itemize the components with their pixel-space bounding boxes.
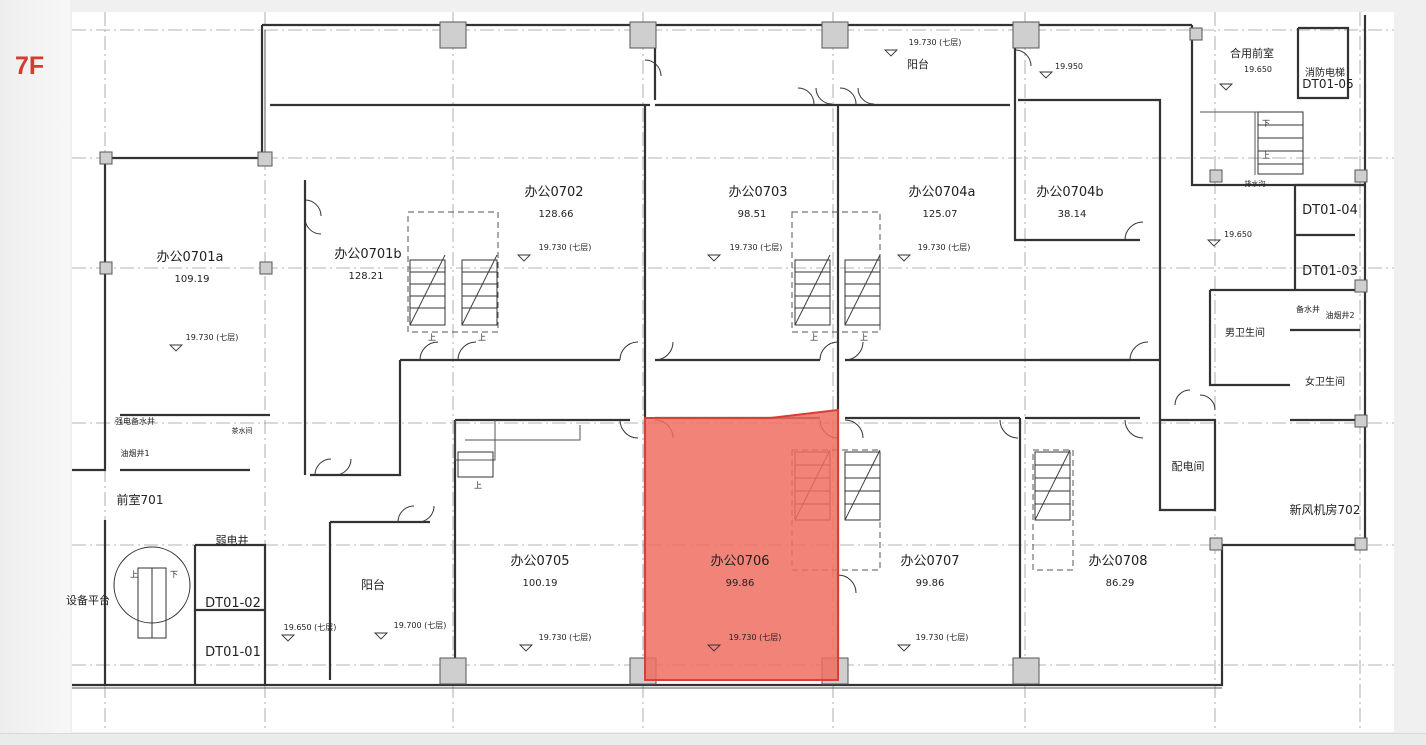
elevation-markers xyxy=(168,49,1234,652)
office-0701a-area: 109.19 xyxy=(175,274,210,285)
stair-up-label: 上 xyxy=(474,481,482,490)
elevation-balcony: 19.730 (七层) xyxy=(909,38,962,47)
balcony-top-label: 阳台 xyxy=(907,57,929,71)
drain-label: 排水沟 xyxy=(1245,179,1266,188)
elevator-03-label: DT01-03 xyxy=(1302,264,1358,279)
elevation-0703: 19.730 (七层) xyxy=(730,243,783,252)
stair-down-label: 下 xyxy=(1262,119,1270,128)
equipment-platform-label: 设备平台 xyxy=(66,593,110,607)
office-0704a-name: 办公0704a xyxy=(908,185,975,200)
elevation-labels: 19.730 (七层) 19.730 (七层) 19.730 (七层) 19.7… xyxy=(186,38,1272,642)
stair-up-label: 上 xyxy=(1262,151,1270,160)
elevation-0702: 19.730 (七层) xyxy=(539,243,592,252)
stair-up-label: 上 xyxy=(428,333,436,342)
office-0703-name: 办公0703 xyxy=(728,185,787,200)
stair-up-label: 上 xyxy=(860,333,868,342)
office-0706-highlight[interactable] xyxy=(644,408,839,681)
elevation-0701a: 19.730 (七层) xyxy=(186,333,239,342)
stair-up-label: 上 xyxy=(810,333,818,342)
room-labels: 阳台 阳台 合用前室 消防电梯 DT01-05 DT01-04 DT01-03 … xyxy=(66,46,1360,660)
mens-toilet-label: 男卫生间 xyxy=(1225,326,1265,339)
fresh-air-room-label: 新风机房702 xyxy=(1290,502,1361,517)
elevation-0705: 19.730 (七层) xyxy=(539,633,592,642)
stair-down-label: 下 xyxy=(170,570,178,579)
shared-front-room-label: 合用前室 xyxy=(1230,46,1274,60)
front-room-701-label: 前室701 xyxy=(117,492,164,507)
tea-room-label: 茶水间 xyxy=(232,426,253,435)
water-room-label: 备水井 xyxy=(1296,304,1320,314)
water-room-left-label: 强电备水井 xyxy=(115,416,155,426)
office-0703-area: 98.51 xyxy=(738,209,767,220)
office-labels: 办公0701a 109.19 办公0701b 128.21 办公0702 128… xyxy=(156,185,1147,589)
office-0706-name: 办公0706 xyxy=(710,554,769,569)
elevation-0707: 19.730 (七层) xyxy=(916,633,969,642)
elevator-01-label: DT01-01 xyxy=(205,645,261,660)
office-0701b-area: 128.21 xyxy=(349,271,384,282)
office-0702-area: 128.66 xyxy=(539,209,574,220)
office-0708-name: 办公0708 xyxy=(1088,554,1147,569)
stair-up-label: 上 xyxy=(130,570,138,579)
bottom-bar xyxy=(0,733,1426,745)
elevation-front-room: 19.650 xyxy=(1244,65,1272,74)
elevation-19650: 19.650 (七层) xyxy=(284,623,337,632)
stair-up-label: 上 xyxy=(478,333,486,342)
left-margin xyxy=(0,0,70,744)
office-0707-area: 99.86 xyxy=(916,578,945,589)
fire-elevator-label: 消防电梯 xyxy=(1305,66,1345,79)
office-0706-area: 99.86 xyxy=(726,578,755,589)
womens-toilet-label: 女卫生间 xyxy=(1305,375,1345,388)
elevation-19950: 19.950 xyxy=(1055,62,1083,71)
floor-label: 7F xyxy=(15,52,45,80)
stair-direction-labels: 上 上 上 上 上 上 下 上 下 xyxy=(130,119,1270,579)
oil-room-1-label: 油烟井1 xyxy=(120,448,149,458)
weak-current-label: 弱电井 xyxy=(216,533,249,547)
office-0704b-name: 办公0704b xyxy=(1036,185,1103,200)
office-0707-name: 办公0707 xyxy=(900,554,959,569)
office-0701a-name: 办公0701a xyxy=(156,250,223,265)
oil-room-2-label: 油烟井2 xyxy=(1325,310,1354,320)
elevation-balcony-bottom: 19.700 (七层) xyxy=(394,621,447,630)
office-0705-area: 100.19 xyxy=(523,578,558,589)
office-0708-area: 86.29 xyxy=(1106,578,1135,589)
stairs xyxy=(113,111,1304,639)
elevation-corridor: 19.650 xyxy=(1224,230,1252,239)
office-0702-name: 办公0702 xyxy=(524,185,583,200)
office-0701b-name: 办公0701b xyxy=(334,247,401,262)
elevation-0704a: 19.730 (七层) xyxy=(918,243,971,252)
elevation-0706: 19.730 (七层) xyxy=(729,633,782,642)
balcony-bottom-label: 阳台 xyxy=(361,577,385,592)
power-room-label: 配电间 xyxy=(1172,460,1205,473)
office-0704a-area: 125.07 xyxy=(923,209,958,220)
elevator-02-label: DT01-02 xyxy=(205,596,261,611)
elevator-05-label: DT01-05 xyxy=(1302,77,1353,91)
elevator-04-label: DT01-04 xyxy=(1302,203,1358,218)
office-0704b-area: 38.14 xyxy=(1058,209,1087,220)
office-0705-name: 办公0705 xyxy=(510,554,569,569)
